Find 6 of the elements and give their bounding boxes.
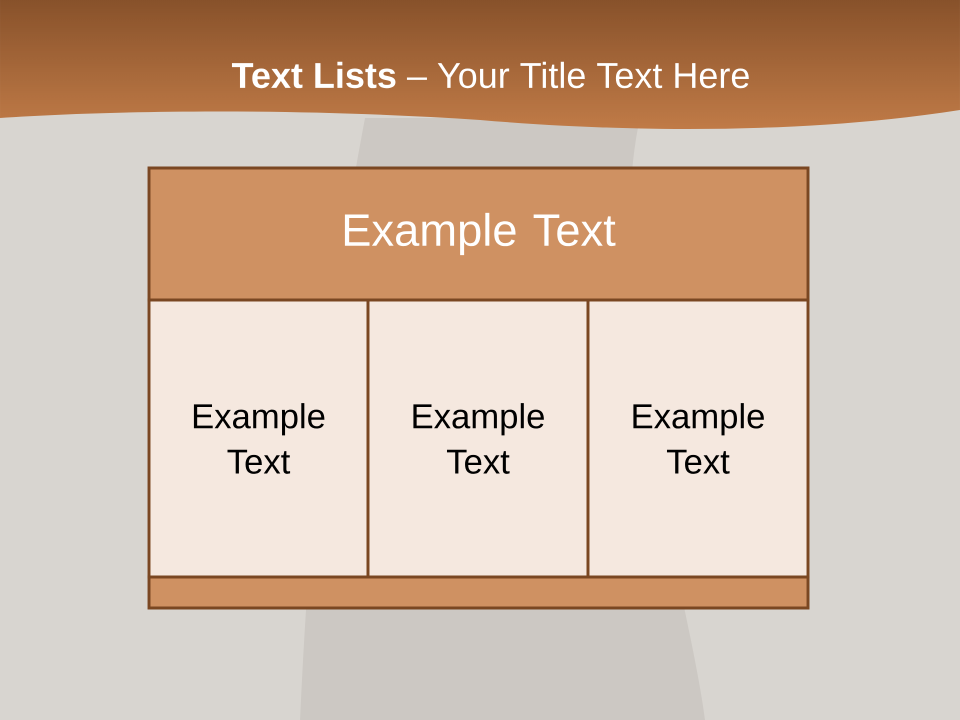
text-cell: Example Text [148,298,370,578]
header-box: Example Text [148,166,810,302]
title: Text Lists – Your Title Text Here [232,62,749,88]
footer-bar [148,576,810,610]
text-cell: Example Text [586,298,810,578]
text-cell: Example Text [366,298,590,578]
